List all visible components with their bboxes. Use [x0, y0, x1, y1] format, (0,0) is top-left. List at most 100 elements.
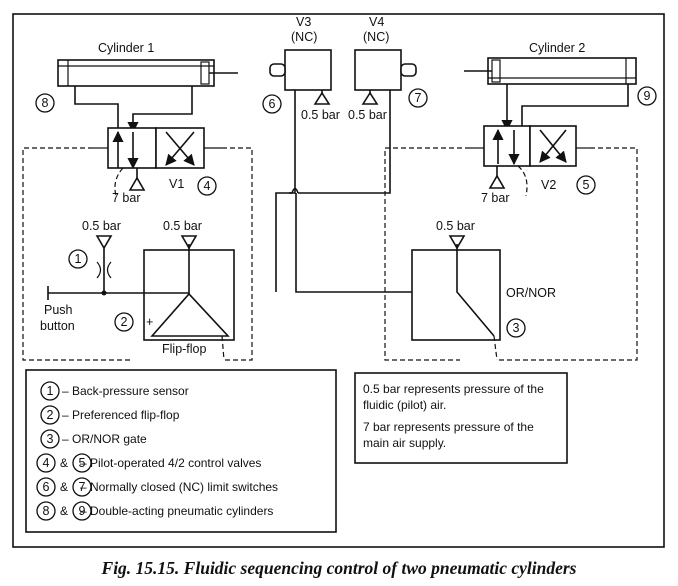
v1-supply-triangle [128, 176, 146, 191]
notes-line-2: fluidic (pilot) air. [363, 398, 446, 412]
v1-pilot-dashed-left [22, 147, 130, 361]
v2-supply-triangle [488, 174, 506, 189]
sensor-restrictor [96, 261, 112, 279]
valve-v2 [470, 125, 590, 167]
valve-v1 [93, 127, 222, 170]
ornor-pressure-label: 0.5 bar [436, 219, 475, 233]
svg-text:9: 9 [644, 89, 651, 103]
legend-row: 1 – Back-pressure sensor [40, 381, 189, 401]
v3-signal-line [275, 90, 296, 292]
limit-switch-v3 [269, 49, 332, 105]
legend-callout-circle [72, 453, 92, 473]
callout-4: 4 [197, 176, 217, 196]
v4-pressure-label: 0.5 bar [348, 108, 387, 122]
legend-text: – Normally closed (NC) limit switches [80, 480, 278, 494]
legend-callout-circle [36, 501, 56, 521]
svg-text:8: 8 [42, 96, 49, 110]
legend-callout-number: 1 [47, 384, 54, 398]
v1-label: V1 [169, 177, 184, 191]
legend-separator: & [60, 504, 68, 518]
svg-text:7: 7 [415, 91, 422, 105]
legend-separator: & [60, 456, 68, 470]
outer-frame [12, 13, 665, 548]
legend-row: 2 – Preferenced flip-flop [40, 405, 180, 425]
legend-text: – Back-pressure sensor [62, 384, 189, 398]
callout-5: 5 [576, 175, 596, 195]
legend-text: – Pilot-operated 4/2 control valves [80, 456, 261, 470]
svg-text:4: 4 [204, 179, 211, 193]
notes-line-3: 7 bar represents pressure of the [363, 420, 534, 434]
legend-callout-number: 6 [43, 480, 50, 494]
legend-row: 8&9– Double-acting pneumatic cylinders [36, 501, 273, 521]
legend-callout-number: 8 [43, 504, 50, 518]
legend-callout-number: 9 [79, 504, 86, 518]
legend-row: 6&7– Normally closed (NC) limit switches [36, 477, 278, 497]
callout-6: 6 [262, 94, 282, 114]
flipflop-plus: + [146, 315, 153, 329]
callout-7: 7 [408, 88, 428, 108]
figure-caption: Fig. 15.15. Fluidic sequencing control o… [101, 558, 577, 578]
svg-text:1: 1 [75, 252, 82, 266]
v3-pressure-label: 0.5 bar [301, 108, 340, 122]
v2-pilot-dashed-right [497, 147, 638, 361]
legend-callout-circle [72, 477, 92, 497]
v2-label: V2 [541, 178, 556, 192]
svg-text:3: 3 [513, 321, 520, 335]
legend-box [25, 369, 337, 533]
svg-text:2: 2 [121, 315, 128, 329]
v1-exhaust-dashed [114, 167, 124, 197]
legend-callout-number: 2 [47, 408, 54, 422]
v3-nc-label: (NC) [291, 30, 317, 44]
cylinder-1-label: Cylinder 1 [98, 41, 154, 55]
v2-pilot-dashed-left [384, 147, 470, 361]
sensor-supply-triangle [95, 235, 113, 250]
v2-pressure-label: 7 bar [481, 191, 510, 205]
flipflop-output-dashed [221, 335, 225, 361]
legend-callout-circle [36, 477, 56, 497]
sensor-pressure-label: 0.5 bar [82, 219, 121, 233]
svg-text:5: 5 [583, 178, 590, 192]
legend-callout-number: 4 [43, 456, 50, 470]
ornor-output-dashed [493, 335, 498, 361]
legend-callout-circle [40, 429, 60, 449]
legend-separator: & [60, 480, 68, 494]
legend-text: – Preferenced flip-flop [62, 408, 180, 422]
v4-signal-line [298, 90, 391, 194]
ornor-supply-triangle [448, 235, 466, 250]
cylinder-2-label: Cylinder 2 [529, 41, 585, 55]
legend-callout-circle [36, 453, 56, 473]
ornor-label: OR/NOR [506, 286, 556, 300]
callout-9: 9 [637, 86, 657, 106]
callout-8: 8 [35, 93, 55, 113]
flip-flop [143, 244, 235, 341]
v2-exhaust-dashed [517, 165, 528, 197]
legend-callout-number: 5 [79, 456, 86, 470]
legend-text: – OR/NOR gate [62, 432, 147, 446]
flipflop-label: Flip-flop [162, 342, 207, 356]
push-label: Push [44, 303, 73, 317]
v4-label: V4 [369, 15, 384, 29]
legend-row: 4&5– Pilot-operated 4/2 control valves [36, 453, 261, 473]
button-label: button [40, 319, 75, 333]
legend-row: 3 – OR/NOR gate [40, 429, 147, 449]
v1-pilot-dashed-right [222, 147, 253, 361]
v3-label: V3 [296, 15, 311, 29]
v1-pressure-label: 7 bar [112, 191, 141, 205]
cyl1-port-line-right [127, 86, 193, 134]
legend-callout-number: 7 [79, 480, 86, 494]
legend-rows: 1 – Back-pressure sensor 2 – Preferenced fl… [36, 381, 278, 521]
callout-1: 1 [68, 249, 88, 269]
cylinder-1 [57, 59, 238, 87]
legend-callout-circle [40, 381, 60, 401]
flipflop-pressure-label: 0.5 bar [163, 219, 202, 233]
v4-to-ornor [295, 193, 457, 293]
legend-callout-circle [40, 405, 60, 425]
notes-box [354, 372, 568, 464]
legend-callout-number: 3 [47, 432, 54, 446]
legend-text: – Double-acting pneumatic cylinders [80, 504, 273, 518]
callout-2: 2 [114, 312, 134, 332]
flipflop-supply-triangle [180, 235, 198, 250]
legend-callout-circle [72, 501, 92, 521]
or-nor-gate [411, 244, 501, 341]
